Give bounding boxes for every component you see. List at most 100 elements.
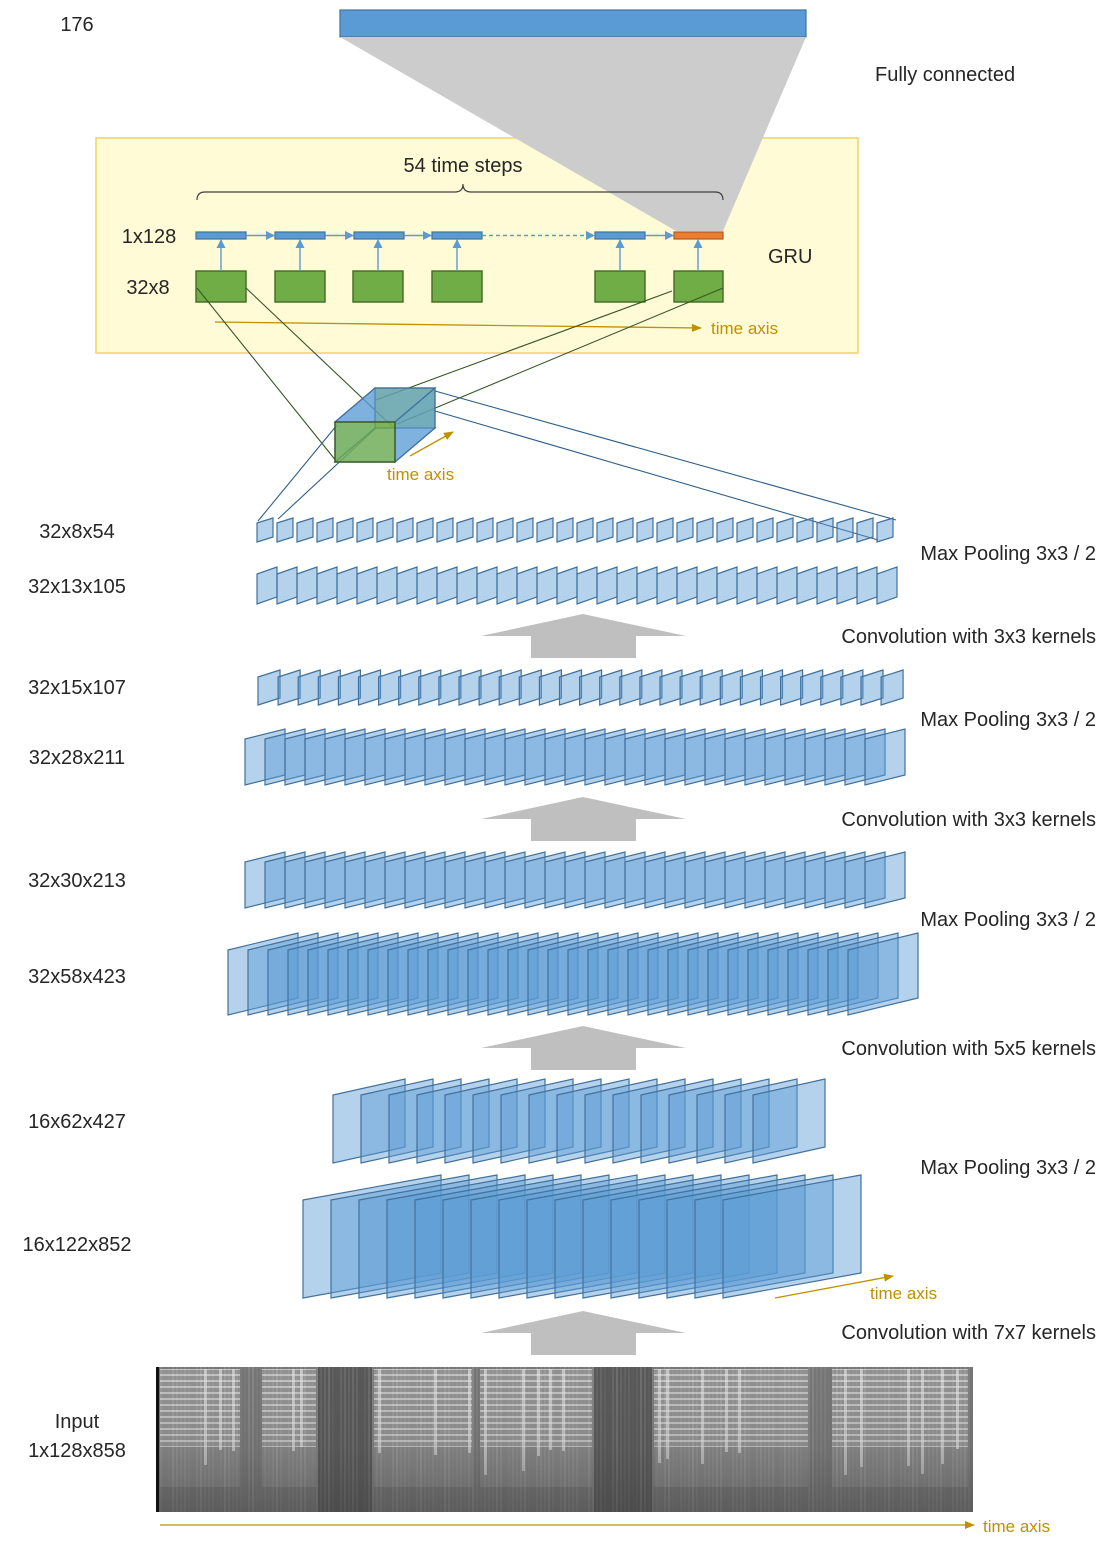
layer-shape-label: 16x62x427 (28, 1111, 126, 1133)
gru-hidden-state (195, 231, 247, 240)
feature-map-frame (436, 566, 458, 605)
feature-map-frame (696, 566, 718, 605)
feature-map-frame (458, 669, 482, 706)
gru-hidden-state (353, 231, 405, 240)
feature-map-frame (247, 932, 319, 1016)
input-spectrogram (156, 1367, 973, 1512)
feature-map-frame (356, 517, 374, 543)
convolution-arrow (481, 614, 686, 658)
operation-label: Convolution with 7x7 kernels (841, 1322, 1096, 1344)
gru-time-axis-label: time axis (711, 319, 778, 338)
layer-shape-label: 32x58x423 (28, 966, 126, 988)
feature-map-frame (456, 566, 478, 605)
feature-map-frame (716, 566, 738, 605)
feature-map-frame (556, 566, 578, 605)
feature-map-frame (496, 517, 514, 543)
feature-map-frame (360, 1078, 434, 1164)
feature-map-frame (418, 669, 442, 706)
fc-size-label: 176 (60, 14, 93, 36)
feature-map-frame (640, 1078, 714, 1164)
input-shape-label: 1x128x858 (28, 1440, 126, 1462)
operation-label: Max Pooling 3x3 / 2 (920, 709, 1096, 731)
operation-label: Convolution with 3x3 kernels (841, 809, 1096, 831)
feature-map-frame (656, 517, 674, 543)
feature-map-frame (667, 932, 739, 1016)
feature-map-frame (796, 517, 814, 543)
feature-map-frame (538, 669, 563, 706)
feature-map-frame (796, 566, 818, 605)
feature-map-frame (316, 566, 338, 605)
feature-map-frame (316, 517, 334, 543)
feature-map-frame (467, 932, 539, 1016)
feature-map-layer (227, 932, 919, 1016)
cube-connector (257, 424, 338, 522)
feature-map-frame (679, 669, 703, 706)
feature-map-frame (584, 1078, 658, 1164)
feature-map-frame (330, 1174, 470, 1299)
operation-label: Max Pooling 3x3 / 2 (920, 1157, 1096, 1179)
feature-map-frame (472, 1078, 546, 1164)
feature-map-frame (556, 517, 574, 543)
feature-map-frame (416, 566, 438, 605)
feature-map-frame (847, 932, 919, 1016)
feature-map-frame (336, 517, 354, 543)
feature-map-frame (388, 1078, 462, 1164)
gru-input-slice (673, 270, 724, 303)
feature-map-frame (860, 669, 884, 706)
feature-map-frame (558, 669, 583, 706)
feature-map-frame (257, 669, 281, 706)
input-label: Input (55, 1411, 100, 1433)
spectrogram-left-edge (156, 1367, 159, 1512)
feature-map-frame (596, 517, 614, 543)
gru-input-slice (431, 270, 483, 303)
feature-map-frame (436, 517, 454, 543)
feature-map-layer (332, 1078, 826, 1164)
feature-map-frame (227, 932, 299, 1016)
feature-map-layer (302, 1174, 862, 1299)
feature-map-frame (636, 517, 654, 543)
feature-map-frame (396, 566, 418, 605)
feature-map-frame (376, 517, 394, 543)
feature-map-frame (256, 566, 278, 605)
feature-map-frame (498, 669, 522, 706)
feature-map-layer (257, 669, 904, 706)
feature-map-frame (856, 517, 874, 543)
feature-map-frame (427, 932, 499, 1016)
feature-map-frame (297, 669, 321, 706)
feature-map-frame (367, 932, 439, 1016)
feature-map-frame (456, 517, 474, 543)
feature-map-frame (599, 669, 623, 706)
feature-map-frame (416, 1078, 490, 1164)
feature-map-frame (759, 669, 784, 706)
feature-map-frame (739, 669, 764, 706)
feature-map-frame (707, 932, 779, 1016)
feature-map-frame (536, 517, 554, 543)
gru-input-slice (195, 270, 247, 303)
feature-map-frame (527, 932, 599, 1016)
feature-map-frame (447, 932, 519, 1016)
feature-map-frame (356, 566, 378, 605)
feature-map-frame (317, 669, 341, 706)
feature-map-frame (337, 669, 361, 706)
operation-label: Convolution with 5x5 kernels (841, 1038, 1096, 1060)
feature-map-frame (507, 932, 579, 1016)
feature-map-frame (378, 669, 402, 706)
feature-map-frame (827, 932, 899, 1016)
feature-map-frame (528, 1078, 602, 1164)
feature-map-frame (612, 1078, 686, 1164)
fc-layer-label: Fully connected (875, 64, 1015, 86)
feature-map-frame (776, 517, 794, 543)
feature-map-frame (880, 669, 904, 706)
feature-map-frame (576, 517, 594, 543)
feature-map-frame (767, 932, 839, 1016)
feature-map-frame (596, 566, 618, 605)
feature-map-frame (500, 1078, 574, 1164)
feature-map-frame (296, 517, 314, 543)
feature-map-frame (526, 1174, 666, 1299)
feature-map-frame (607, 932, 679, 1016)
layer-shape-label: 32x13x105 (28, 576, 126, 598)
feature-map-frame (876, 566, 898, 605)
feature-map-frame (547, 932, 619, 1016)
feature-map-frame (779, 669, 804, 706)
feature-map-frame (487, 932, 559, 1016)
